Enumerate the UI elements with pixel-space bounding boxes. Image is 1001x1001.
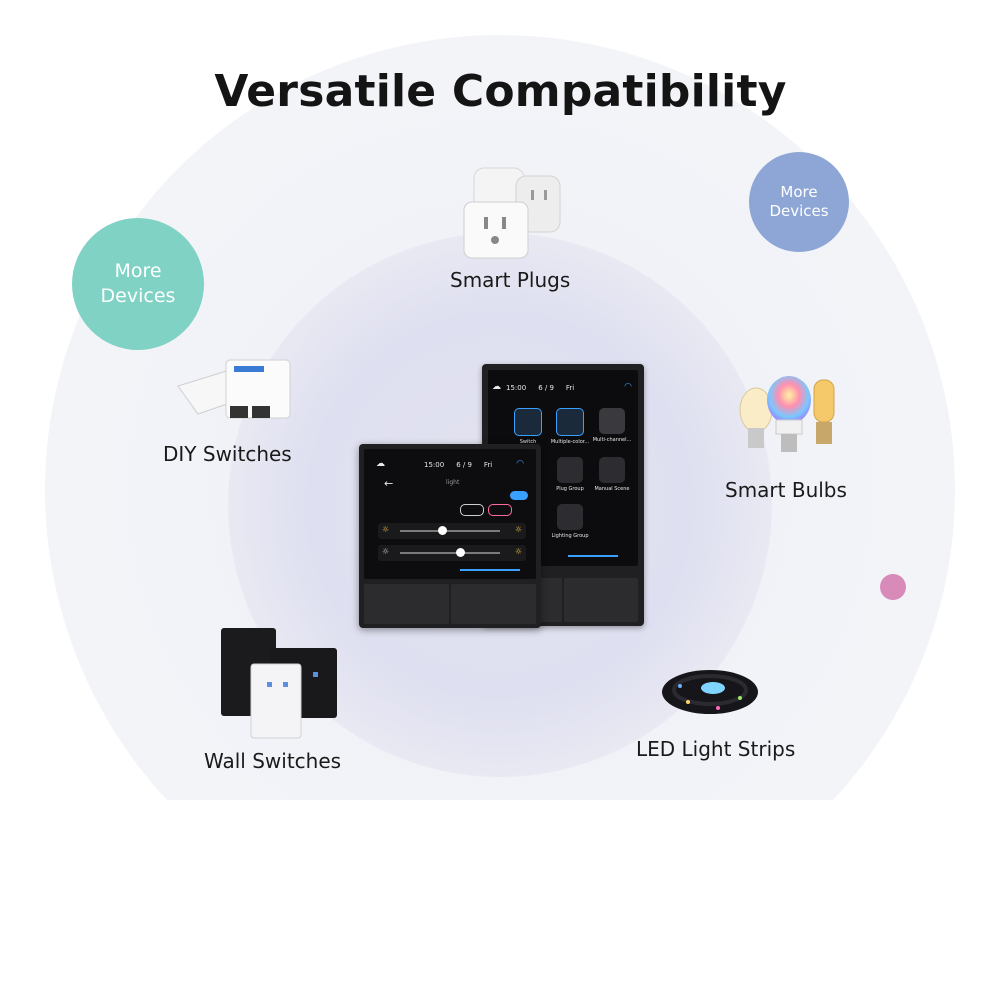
page-title: Versatile Compatibility	[214, 66, 787, 117]
bulb-tile-icon	[556, 408, 584, 436]
diy-switches-image	[177, 359, 291, 419]
back-page-indicator	[568, 555, 618, 557]
tile-label: Switch	[519, 439, 537, 445]
label-wall-switches: Wall Switches	[204, 749, 342, 773]
bubble-left-line2: Devices	[100, 285, 176, 307]
channel-tile-icon	[599, 408, 625, 434]
back-arrow-icon[interactable]: ←	[384, 477, 394, 490]
back-cloud-icon: ☁	[492, 382, 501, 392]
bubble-left-line1: More	[114, 260, 162, 283]
front-page-indicator	[460, 569, 520, 571]
label-diy-switches: DIY Switches	[163, 442, 292, 466]
brightness-slider-track[interactable]	[400, 530, 500, 532]
front-day: Fri	[483, 461, 493, 469]
front-button-right[interactable]	[451, 584, 536, 624]
front-time: 15:00	[424, 461, 445, 469]
label-smart-plugs: Smart Plugs	[450, 268, 571, 292]
sun-icon-large: ☼	[514, 525, 522, 534]
more-devices-bubble-left: More Devices	[72, 218, 204, 350]
front-date: 6 / 9	[456, 461, 472, 469]
brightness-row: ☼ ☼	[378, 523, 526, 539]
back-tile-grid: Switch Multiple-color... Multi-channel..…	[508, 408, 632, 539]
tile-label: Lighting Group	[551, 533, 589, 539]
led-strip-image	[662, 670, 758, 714]
back-time: 15:00	[506, 384, 527, 392]
tile-label: Plug Group	[556, 486, 584, 492]
temperature-slider-track[interactable]	[400, 552, 500, 554]
bubble-right-line1: More	[780, 182, 818, 201]
power-toggle[interactable]	[510, 491, 528, 500]
tile-lighting-group[interactable]: Lighting Group	[550, 504, 590, 539]
accent-dot	[880, 574, 906, 600]
tile-label: Multiple-color...	[550, 439, 590, 445]
wall-switches-image	[221, 628, 337, 739]
brightness-slider-thumb[interactable]	[438, 526, 447, 535]
tile-label: Manual Scene	[594, 486, 630, 492]
tile-label: Multi-channel...	[592, 437, 632, 443]
tile-multiple-color[interactable]: Multiple-color...	[550, 408, 590, 445]
label-led-light-strips: LED Light Strips	[636, 737, 796, 761]
back-button-right[interactable]	[564, 578, 638, 622]
scene-tile-icon	[599, 457, 625, 483]
lighting-tile-icon	[557, 504, 583, 530]
back-panel: 15:00 6 / 9 Fri ☁ ◠ Switch Multiple-colo…	[482, 364, 644, 626]
front-cloud-icon: ☁	[376, 459, 385, 469]
front-mode-label: light	[446, 479, 460, 486]
sun-icon-small: ☼	[382, 525, 390, 534]
front-wifi-icon: ◠	[516, 459, 524, 469]
cool-icon: ☼	[382, 547, 390, 556]
plug-tile-icon	[557, 457, 583, 483]
switch-tile-icon	[514, 408, 542, 436]
front-panel-screen: ☁ 15:00 6 / 9 Fri ◠ ← light ☼ ☼ ☼	[364, 449, 536, 579]
warm-icon: ☼	[514, 547, 522, 556]
front-status-bar: 15:00 6 / 9 Fri	[424, 461, 492, 469]
bottom-fade	[0, 800, 1001, 1001]
temperature-row: ☼ ☼	[378, 545, 526, 561]
temperature-slider-thumb[interactable]	[456, 548, 465, 557]
mode-switch-color[interactable]	[488, 504, 512, 516]
tile-multi-channel[interactable]: Multi-channel...	[592, 408, 632, 445]
bubble-right-line2: Devices	[769, 202, 829, 220]
smart-bulbs-image	[739, 376, 835, 452]
back-wifi-icon: ◠	[624, 382, 632, 392]
label-smart-bulbs: Smart Bulbs	[725, 478, 847, 502]
more-devices-bubble-right: More Devices	[749, 152, 849, 252]
front-button-left[interactable]	[364, 584, 449, 624]
tile-manual-scene[interactable]: Manual Scene	[592, 457, 632, 492]
mode-switch-white[interactable]	[460, 504, 484, 516]
front-panel: ☁ 15:00 6 / 9 Fri ◠ ← light ☼ ☼ ☼	[359, 444, 541, 628]
back-status-bar: 15:00 6 / 9 Fri	[506, 384, 574, 392]
back-day: Fri	[565, 384, 575, 392]
back-date: 6 / 9	[538, 384, 554, 392]
tile-plug-group[interactable]: Plug Group	[550, 457, 590, 492]
tile-switch[interactable]: Switch	[508, 408, 548, 445]
smart-plugs-image	[463, 167, 561, 259]
